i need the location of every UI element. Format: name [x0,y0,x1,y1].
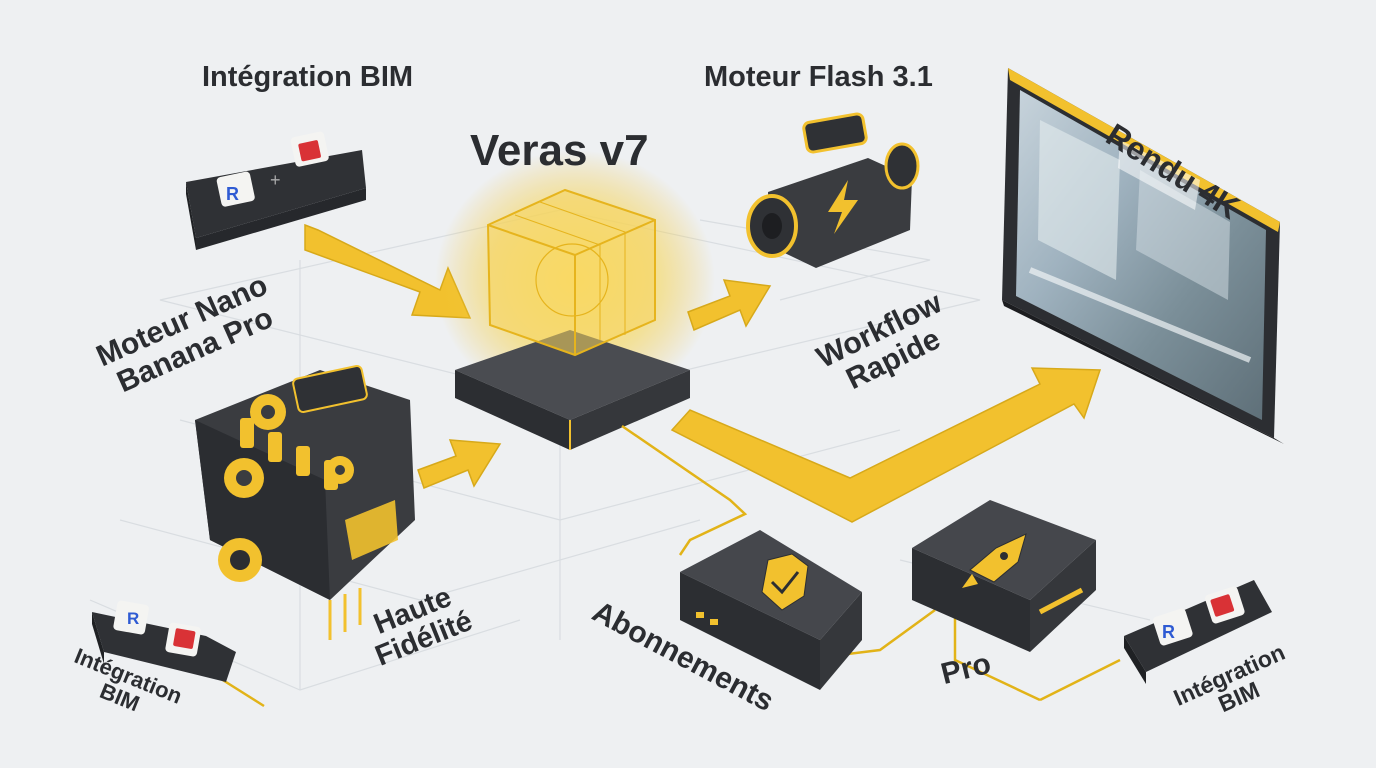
veras-cube [435,150,715,450]
shield-check-icon [761,553,809,611]
arrow-cube-to-flash [687,279,772,332]
revit-letter-bottom-left: R [127,609,139,628]
label-flash-engine: Moteur Flash 3.1 [704,61,933,93]
engine-icon [195,365,415,640]
bim-toggle-bottom-left [92,600,236,682]
lightning-icon [828,180,858,234]
revit-letter: R [226,184,239,204]
cube-icon [486,188,656,357]
plus-sign: + [270,170,281,190]
bim-toggle-bottom-right [1124,580,1272,684]
pro-box [912,500,1096,652]
camera-engine-icon [746,112,920,268]
revit-letter-bottom-right: R [1162,622,1175,642]
bim-toggle-icon [186,131,366,250]
monitor-icon [1002,68,1284,444]
gear-icon [224,394,354,498]
rocket-icon [969,533,1027,583]
page-title: Veras v7 [470,126,649,175]
label-bim-top: Intégration BIM [202,61,414,93]
arrow-cube-to-render [670,367,1102,523]
arrow-engine-to-cube [417,439,502,489]
subscriptions-box [680,530,862,690]
